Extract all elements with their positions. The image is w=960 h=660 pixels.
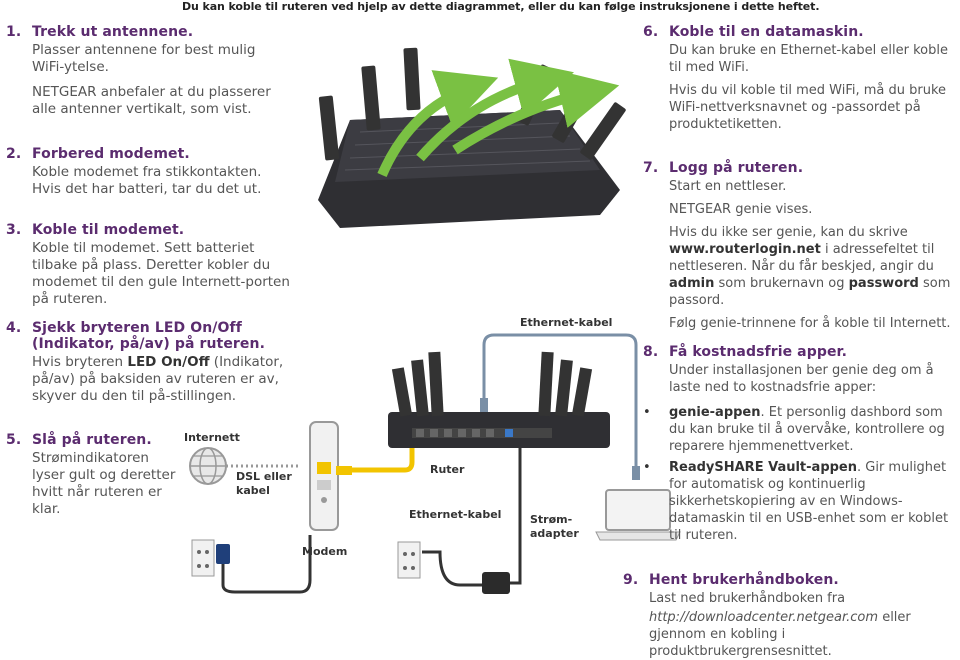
step-title: Slå på ruteren. bbox=[32, 432, 152, 448]
step-8: 8. Få kostnadsfrie apper. Under installas… bbox=[643, 344, 959, 544]
step-title: Sjekk bryteren LED On/Off (Indikator, på… bbox=[32, 320, 266, 352]
step-text: Under installasjonen ber genie deg om å … bbox=[669, 363, 934, 395]
step-text: Strømindikatoren lyser gult og deretter … bbox=[32, 450, 176, 517]
step-9: 9. Hent brukerhåndboken. Last ned brukerh… bbox=[623, 572, 959, 660]
power-adapter-icon bbox=[482, 572, 510, 594]
step-7: 7. Logg på ruteren. Start en nettleser. N… bbox=[643, 160, 959, 332]
dsl-label: DSL eller kabel bbox=[236, 470, 292, 497]
step-6: 6. Koble til en datamaskin. Du kan bruke … bbox=[643, 24, 959, 133]
step-text: http://downloadcenter.netgear.com eller … bbox=[649, 610, 911, 659]
step-number: 5. bbox=[6, 432, 22, 448]
step-number: 6. bbox=[643, 24, 659, 40]
step-number: 2. bbox=[6, 146, 22, 162]
diagram-header: Du kan koble til ruteren ved hjelp av de… bbox=[182, 0, 820, 13]
step-4: 4. Sjekk bryteren LED On/Off (Indikator, … bbox=[6, 320, 306, 405]
router-label: Ruter bbox=[430, 463, 465, 476]
modem-label: Modem bbox=[302, 545, 348, 558]
step-text: Last ned brukerhåndboken fra bbox=[649, 591, 846, 606]
step-title: Trekk ut antennene. bbox=[32, 24, 194, 40]
wall-outlet-icon bbox=[397, 541, 421, 579]
step-2: 2. Forbered modemet. Koble modemet fra st… bbox=[6, 146, 286, 198]
modem-image bbox=[309, 421, 339, 531]
step-number: 8. bbox=[643, 344, 659, 360]
download-center-link[interactable]: http://downloadcenter.netgear.com bbox=[649, 610, 879, 625]
step-text: Hvis du vil koble til med WiFi, må du br… bbox=[669, 83, 947, 132]
step-text: NETGEAR genie vises. bbox=[669, 202, 813, 217]
ethernet-label-top: Ethernet-kabel bbox=[520, 316, 613, 329]
step-text: Plasser antennene for best mulig WiFi-yt… bbox=[32, 42, 256, 75]
step-text: Hvis bryteren LED On/Off (Indikator, på/… bbox=[32, 354, 284, 404]
step-text: Koble modemet fra stikkontakten. Hvis de… bbox=[32, 164, 262, 197]
router-top-image bbox=[318, 47, 626, 228]
step-3: 3. Koble til modemet. Koble til modemet. … bbox=[6, 222, 291, 308]
step-number: 1. bbox=[6, 24, 22, 40]
step-number: 4. bbox=[6, 320, 22, 336]
step-text: Følg genie-trinnene for å koble til Inte… bbox=[669, 316, 951, 331]
step-title: Koble til modemet. bbox=[32, 222, 185, 238]
bullet-genie: genie-appen. Et personlig dashbord som d… bbox=[643, 404, 959, 455]
step-title: Logg på ruteren. bbox=[669, 160, 804, 176]
ethernet-label-bottom: Ethernet-kabel bbox=[409, 508, 502, 521]
wall-outlet-icon bbox=[191, 539, 215, 577]
step-number: 7. bbox=[643, 160, 659, 176]
step-title: Koble til en datamaskin. bbox=[669, 24, 864, 40]
step-text: Du kan bruke en Ethernet-kabel eller kob… bbox=[669, 43, 948, 75]
internet-label: Internett bbox=[184, 431, 240, 444]
step-text: Start en nettleser. bbox=[669, 179, 787, 194]
power-adapter-label: Strøm-adapter bbox=[530, 513, 579, 540]
step-5: 5. Slå på ruteren. Strømindikatoren lyser… bbox=[6, 432, 181, 518]
step-text: NETGEAR anbefaler at du plasserer alle a… bbox=[32, 84, 271, 117]
step-text: Koble til modemet. Sett batteriet tilbak… bbox=[32, 240, 290, 307]
step-title: Få kostnadsfrie apper. bbox=[669, 344, 847, 360]
step-text: Hvis du ikke ser genie, kan du skrive ww… bbox=[669, 225, 951, 308]
step-number: 9. bbox=[623, 572, 639, 588]
step-title: Hent brukerhåndboken. bbox=[649, 572, 839, 588]
router-rear-image bbox=[388, 351, 610, 448]
internet-globe-icon bbox=[189, 447, 227, 485]
step-title: Forbered modemet. bbox=[32, 146, 190, 162]
step-1: 1. Trekk ut antennene. Plasser antennene … bbox=[6, 24, 286, 118]
bullet-readyshare: ReadySHARE Vault-appen. Gir mulighet for… bbox=[643, 459, 959, 544]
step-number: 3. bbox=[6, 222, 22, 238]
